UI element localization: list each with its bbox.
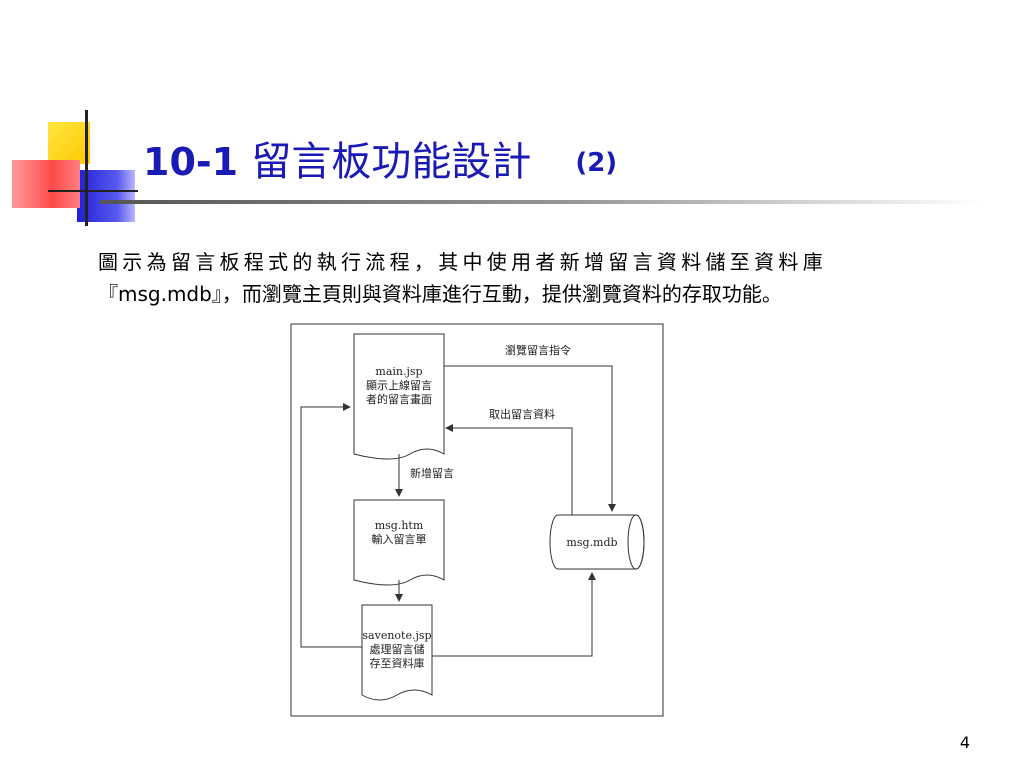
node-savenote-label-3: 存至資料庫 [370, 656, 425, 670]
edge-return-main [300, 403, 362, 648]
node-main-jsp-label-2: 顯示上線留言 [366, 378, 432, 392]
node-msg-htm-label-1: msg.htm [375, 519, 424, 532]
page-number: 4 [959, 733, 970, 752]
node-savenote-label-1: savenote.jsp [362, 629, 431, 642]
node-msg-mdb-label: msg.mdb [566, 536, 617, 549]
deco-horizontal-line [48, 190, 138, 192]
edge-add-label: 新增留言 [410, 466, 454, 480]
edge-browse-command [444, 365, 616, 512]
title-text: 留言板功能設計 [251, 139, 532, 185]
node-savenote-label-2: 處理留言儲 [370, 642, 425, 656]
title-number: 10-1 [143, 140, 239, 184]
title-suffix: (2) [575, 148, 618, 178]
edge-fetch-data [445, 424, 573, 515]
deco-yellow-square [48, 122, 90, 164]
deco-vertical-line [85, 110, 88, 226]
node-main-jsp [353, 333, 445, 460]
edge-save-to-db [432, 572, 596, 657]
diagram-frame [290, 323, 664, 717]
edge-fetch-label: 取出留言資料 [489, 407, 555, 421]
title-underline [100, 200, 980, 204]
node-savenote-jsp [361, 604, 433, 701]
slide-title: 10-1 留言板功能設計 (2) [143, 138, 617, 191]
body-line-1: 圖示為留言板程式的執行流程，其中使用者新增留言資料儲至資料庫 [98, 250, 827, 274]
node-msg-htm [353, 499, 445, 586]
body-text: 圖示為留言板程式的執行流程，其中使用者新增留言資料儲至資料庫 『msg.mdb』… [84, 246, 984, 310]
edge-browse-label: 瀏覽留言指令 [505, 343, 571, 357]
node-main-jsp-label-3: 者的留言畫面 [366, 392, 432, 406]
body-line-2: 『msg.mdb』，而瀏覽主頁則與資料庫進行互動，提供瀏覽資料的存取功能。 [98, 282, 782, 306]
deco-red-square [12, 160, 80, 208]
node-msg-htm-label-2: 輸入留言單 [372, 532, 427, 546]
flow-diagram: main.jsp 顯示上線留言 者的留言畫面 msg.htm 輸入留言單 sav… [290, 323, 664, 717]
node-main-jsp-label-1: main.jsp [375, 365, 422, 378]
